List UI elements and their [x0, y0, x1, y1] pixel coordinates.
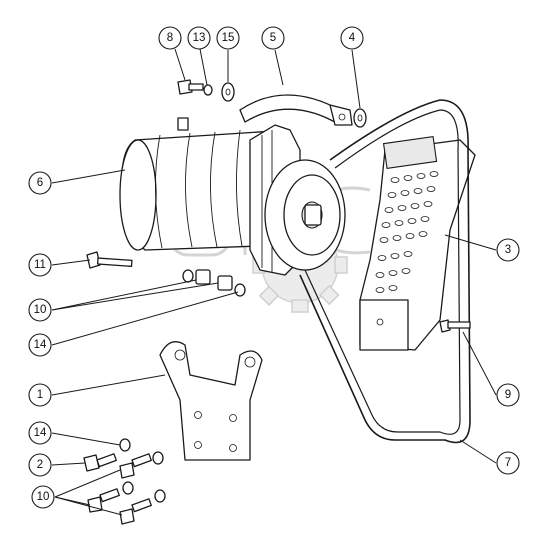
- svg-text:7: 7: [505, 457, 511, 469]
- svg-text:9: 9: [505, 389, 511, 401]
- stud-9: [439, 319, 471, 333]
- callout-4: 4: [340, 26, 364, 50]
- svg-text:14: 14: [34, 427, 47, 439]
- callout-14-lower: 14: [28, 421, 52, 445]
- callout-5: 5: [261, 26, 285, 50]
- bracket-perforations: [375, 171, 439, 293]
- callout-10-upper: 10: [28, 298, 52, 322]
- svg-text:11: 11: [34, 259, 46, 271]
- svg-text:6: 6: [37, 177, 43, 189]
- callout-14-upper: 14: [28, 333, 52, 357]
- mounting-bracket: [159, 341, 263, 461]
- svg-text:4: 4: [349, 32, 356, 44]
- svg-text:14: 14: [34, 339, 47, 351]
- callout-3: 3: [496, 238, 520, 262]
- callout-10-lower: 10: [31, 485, 55, 509]
- callout-13: 13: [187, 26, 211, 50]
- svg-text:15: 15: [222, 32, 235, 44]
- callout-1: 1: [28, 383, 52, 407]
- svg-text:1: 1: [37, 389, 43, 401]
- callout-7: 7: [496, 451, 520, 475]
- top-fasteners: [177, 79, 367, 128]
- svg-text:8: 8: [167, 32, 173, 44]
- svg-text:2: 2: [37, 459, 43, 471]
- alternator-body: [119, 117, 346, 276]
- callout-6: 6: [28, 171, 52, 195]
- svg-text:10: 10: [34, 304, 47, 316]
- drive-belt: [299, 99, 471, 444]
- callout-8: 8: [158, 26, 182, 50]
- svg-text:3: 3: [505, 244, 511, 256]
- svg-text:5: 5: [270, 32, 276, 44]
- bottom-fasteners: [83, 438, 166, 525]
- leader-lines: [51, 48, 497, 516]
- svg-text:10: 10: [37, 491, 50, 503]
- callout-2: 2: [28, 453, 52, 477]
- perforated-bracket: [359, 136, 476, 351]
- adjusting-strap: [239, 94, 353, 126]
- callout-15: 15: [216, 26, 240, 50]
- alternator-fasteners: [86, 251, 246, 297]
- callout-9: 9: [496, 383, 520, 407]
- svg-text:13: 13: [193, 32, 206, 44]
- callout-11: 11: [28, 253, 52, 277]
